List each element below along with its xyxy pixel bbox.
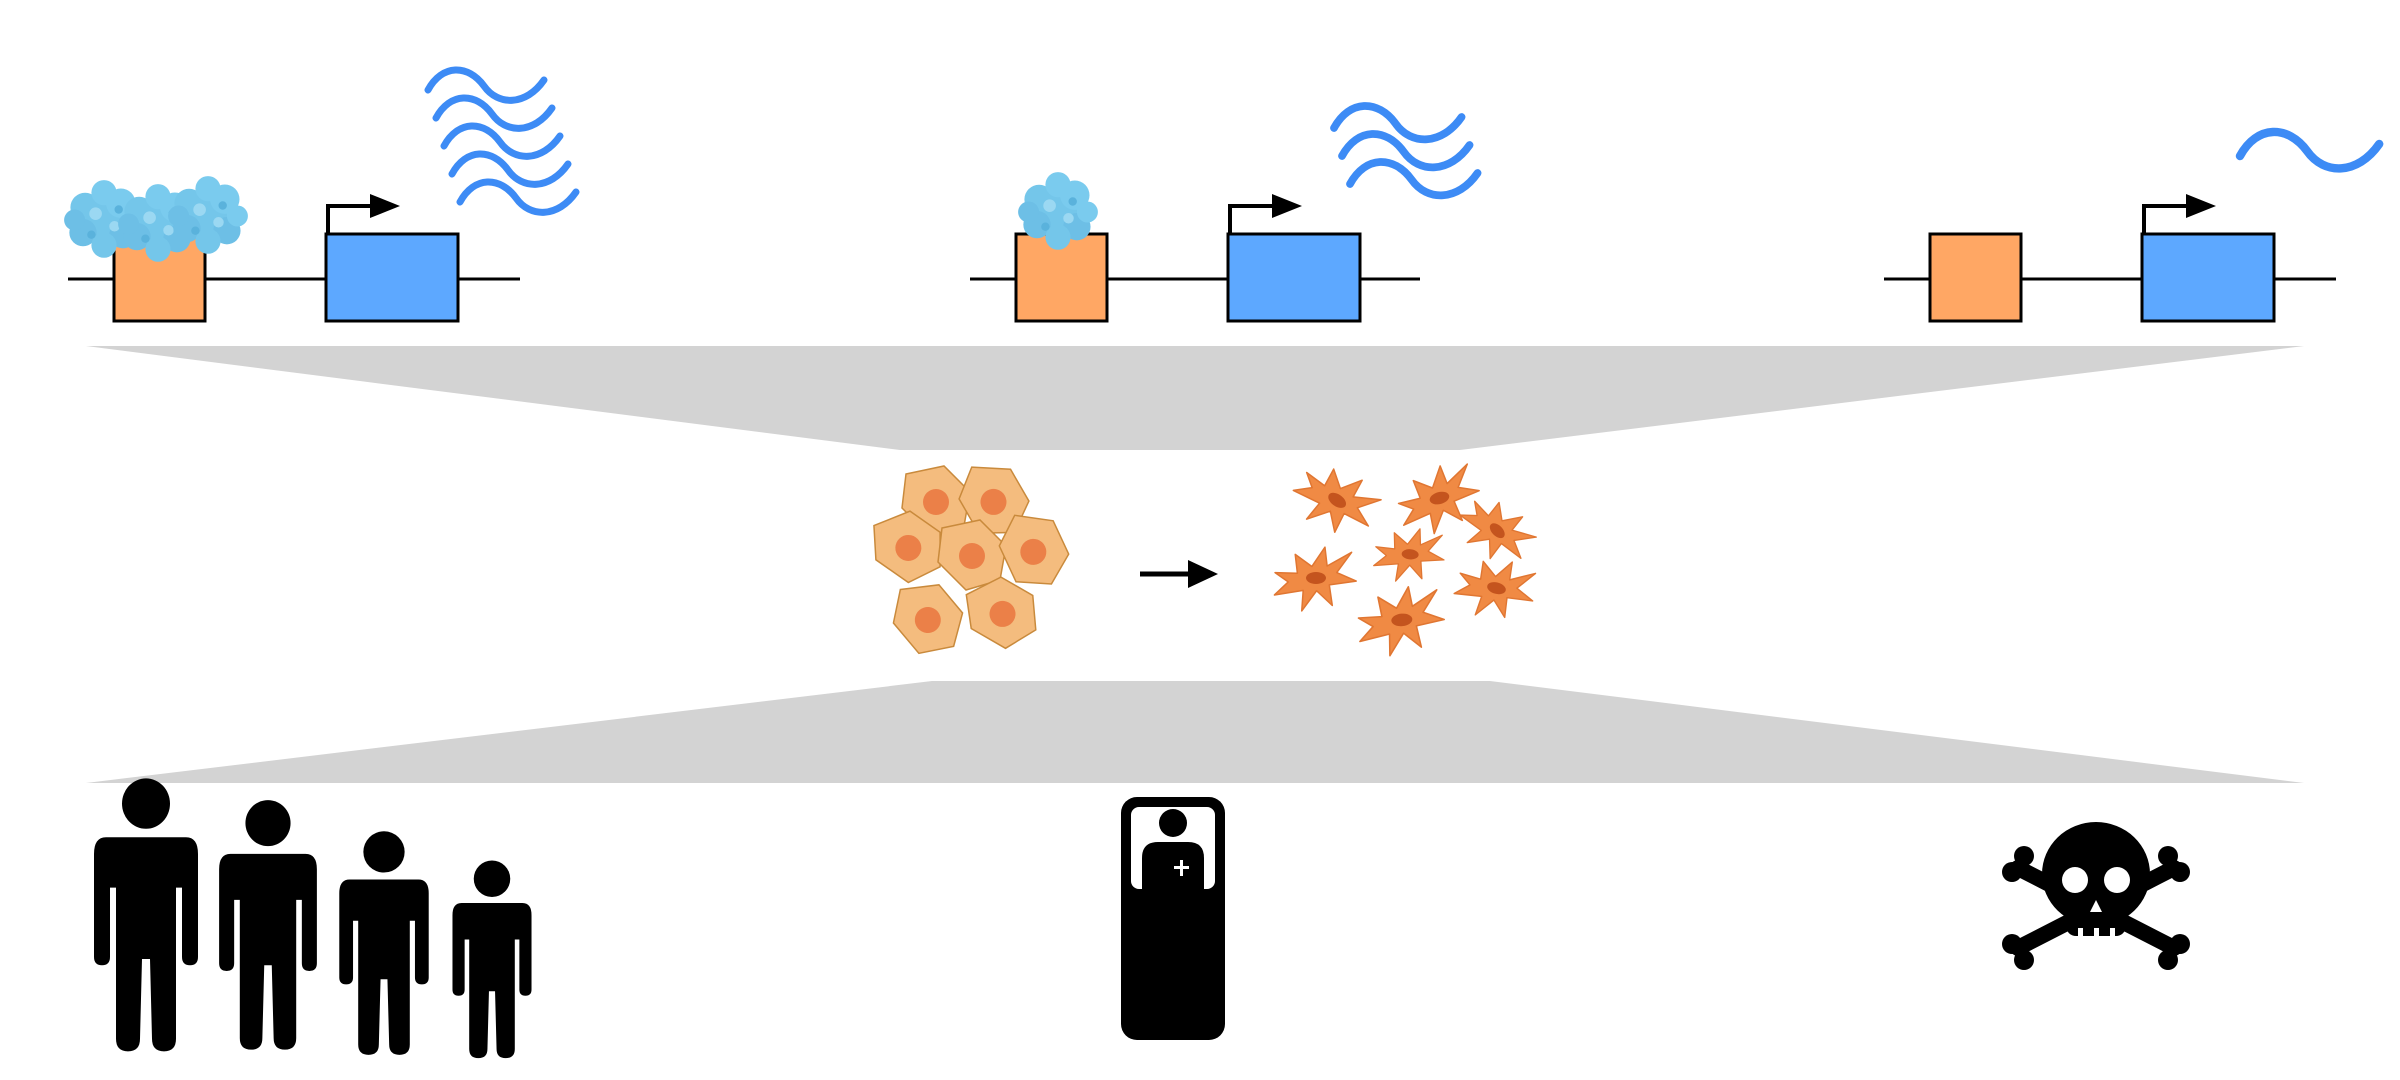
gene-construct-3 (1884, 132, 2379, 323)
mrna-transcript-icon (1334, 106, 1478, 195)
person-icon (94, 778, 198, 1052)
top-funnel-shape (86, 346, 2304, 450)
mesenchymal-cell-icon (1261, 446, 1544, 674)
mrna-transcript-icon (428, 70, 576, 212)
epithelial-cell-cluster-icon (867, 457, 1079, 658)
gene-construct-1 (64, 70, 576, 323)
bottom-funnel-shape (86, 681, 2304, 783)
hospital-bed-patient-icon (1121, 797, 1225, 1040)
gene-construct-2 (970, 106, 1478, 323)
mrna-transcript-icon (2240, 132, 2379, 168)
person-icon (219, 800, 317, 1050)
person-icon (339, 831, 429, 1055)
skull-crossbones-icon (2002, 822, 2190, 970)
process-arrow-icon (1140, 560, 1218, 588)
protein-cluster-icon (64, 176, 248, 262)
people-group (94, 778, 532, 1059)
person-icon (452, 860, 532, 1059)
